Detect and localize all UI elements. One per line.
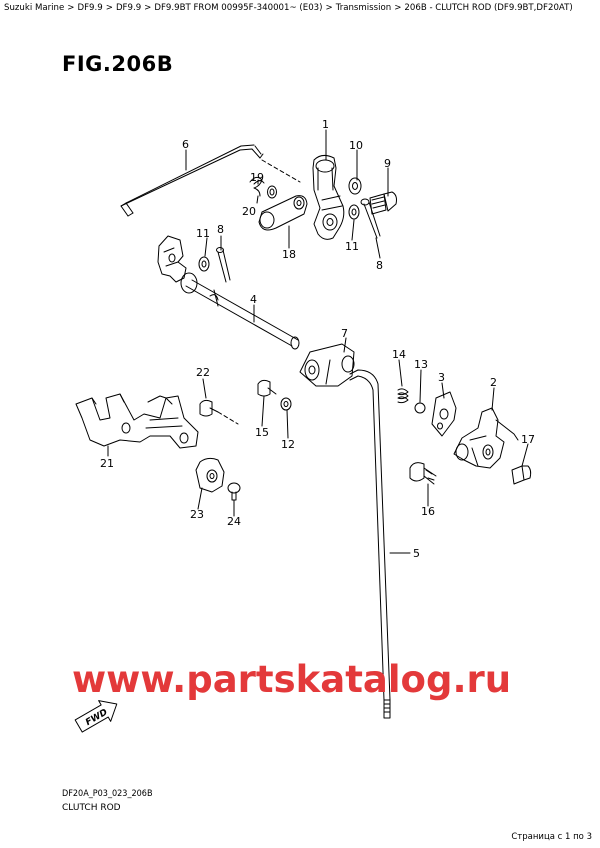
callout-17[interactable]: 17 xyxy=(521,433,535,446)
part-15-bolt[interactable] xyxy=(257,379,277,397)
callout-14[interactable]: 14 xyxy=(392,348,406,361)
breadcrumb-item-df9-9[interactable]: DF9.9 xyxy=(77,3,103,13)
figure-title: FIG.206B xyxy=(62,52,174,76)
part-4-clutch-rod[interactable] xyxy=(180,272,300,350)
callout-4[interactable]: 4 xyxy=(250,293,257,306)
breadcrumb-item-serial[interactable]: DF9.9BT FROM 00995F-340001~ (E03) xyxy=(154,3,323,13)
callout-1[interactable]: 1 xyxy=(322,118,329,131)
breadcrumb-separator: > xyxy=(67,3,75,13)
part-16-bolt[interactable] xyxy=(409,462,437,485)
callout-15[interactable]: 15 xyxy=(255,426,269,439)
leader-lines xyxy=(107,129,529,554)
callout-2[interactable]: 2 xyxy=(490,376,497,389)
callout-22[interactable]: 22 xyxy=(196,366,210,379)
callout-24[interactable]: 24 xyxy=(227,515,241,528)
callout-21[interactable]: 21 xyxy=(100,457,114,470)
breadcrumb: Suzuki Marine>DF9.9>DF9.9>DF9.9BT FROM 0… xyxy=(4,3,573,13)
callout-6[interactable]: 6 xyxy=(182,138,189,151)
callout-8[interactable]: 8 xyxy=(376,259,383,272)
diagram-name: CLUTCH ROD xyxy=(62,803,121,813)
part-20-clip[interactable] xyxy=(249,176,265,197)
pager-text: Страница с 1 по 3 xyxy=(511,832,592,842)
breadcrumb-separator: > xyxy=(325,3,333,13)
part-18-link[interactable] xyxy=(258,195,308,231)
callout-19[interactable]: 19 xyxy=(250,171,264,184)
callout-8-upper[interactable]: 8 xyxy=(217,223,224,236)
callout-16[interactable]: 16 xyxy=(421,505,435,518)
part-11-lower-washer[interactable] xyxy=(198,256,210,272)
part-8-lower-pin[interactable] xyxy=(216,247,231,283)
part-9-bolt[interactable] xyxy=(369,191,397,215)
guide-line xyxy=(217,411,239,425)
guide-line xyxy=(261,159,301,183)
callout-10[interactable]: 10 xyxy=(349,139,363,152)
part-8-pin[interactable] xyxy=(360,198,381,239)
breadcrumb-separator: > xyxy=(105,3,113,13)
part-2-shift-lever[interactable] xyxy=(453,407,519,469)
part-6-rod[interactable] xyxy=(120,144,264,217)
callout-13[interactable]: 13 xyxy=(414,358,428,371)
watermark: www.partskatalog.ru xyxy=(72,658,512,701)
part-5-long-rod[interactable] xyxy=(349,369,391,719)
breadcrumb-separator: > xyxy=(144,3,152,13)
part-23-block[interactable] xyxy=(195,457,225,493)
part-17-screw[interactable] xyxy=(511,465,532,485)
callout-23[interactable]: 23 xyxy=(190,508,204,521)
breadcrumb-item-suzuki-marine[interactable]: Suzuki Marine xyxy=(4,3,65,13)
part-3-cam[interactable] xyxy=(431,391,457,437)
callout-9[interactable]: 9 xyxy=(384,157,391,170)
part-7-connector[interactable] xyxy=(299,343,355,387)
part-24-grommet[interactable] xyxy=(227,482,241,501)
part-14-spring[interactable] xyxy=(397,388,409,404)
part-19-washer[interactable] xyxy=(267,185,277,199)
part-21-bracket[interactable] xyxy=(75,393,199,449)
part-11-washer[interactable] xyxy=(348,204,360,220)
diagram-code: DF20A_P03_023_206B xyxy=(62,789,153,799)
part-1-lever[interactable] xyxy=(312,154,345,240)
part-12-washer[interactable] xyxy=(280,397,292,411)
part-10-washer[interactable] xyxy=(348,177,362,195)
callout-12[interactable]: 12 xyxy=(281,438,295,451)
callout-11[interactable]: 11 xyxy=(345,240,359,253)
breadcrumb-item-transmission[interactable]: Transmission xyxy=(335,3,392,13)
part-22-bolt[interactable] xyxy=(199,399,219,417)
breadcrumb-item-df9-9-model[interactable]: DF9.9 xyxy=(115,3,142,13)
callout-11-upper[interactable]: 11 xyxy=(196,227,210,240)
callout-7[interactable]: 7 xyxy=(341,327,348,340)
callout-3[interactable]: 3 xyxy=(438,371,445,384)
clutch-rod-bracket[interactable] xyxy=(157,235,187,283)
callout-18[interactable]: 18 xyxy=(282,248,296,261)
part-13-ball[interactable] xyxy=(414,402,426,414)
breadcrumb-item-current: 206B - CLUTCH ROD (DF9.9BT,DF20AT) xyxy=(404,3,573,13)
callout-20[interactable]: 20 xyxy=(242,205,256,218)
breadcrumb-separator: > xyxy=(394,3,402,13)
callout-5[interactable]: 5 xyxy=(413,547,420,560)
